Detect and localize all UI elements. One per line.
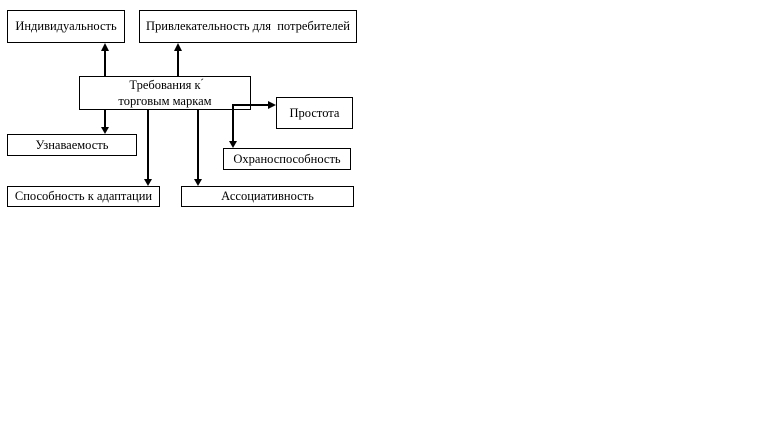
node-trademark-requirements-line-2: торговым маркам bbox=[118, 94, 212, 108]
arrow-to-associativity bbox=[194, 110, 202, 186]
node-recognizability: Узнаваемость bbox=[7, 134, 137, 156]
node-associativity: Ассоциативность bbox=[181, 186, 354, 207]
arrow-to-protectability bbox=[229, 105, 237, 148]
node-simplicity: Простота bbox=[276, 97, 353, 129]
node-individuality: Индивидуальность bbox=[7, 10, 125, 43]
arrow-to-recognizability bbox=[101, 110, 109, 134]
node-trademark-requirements: Требования к торговым маркам bbox=[79, 76, 251, 110]
node-consumer-appeal: Привлекательность для потребителей bbox=[139, 10, 357, 43]
arrow-to-consumer-appeal bbox=[174, 43, 182, 76]
arrow-to-adaptability bbox=[144, 110, 152, 186]
stray-mark: ´ bbox=[200, 76, 204, 90]
node-adaptability: Способность к адаптации bbox=[7, 186, 160, 207]
node-protectability: Охраноспособность bbox=[223, 148, 351, 170]
node-trademark-requirements-line-1: Требования к bbox=[129, 78, 201, 92]
arrow-to-individuality bbox=[101, 43, 109, 76]
